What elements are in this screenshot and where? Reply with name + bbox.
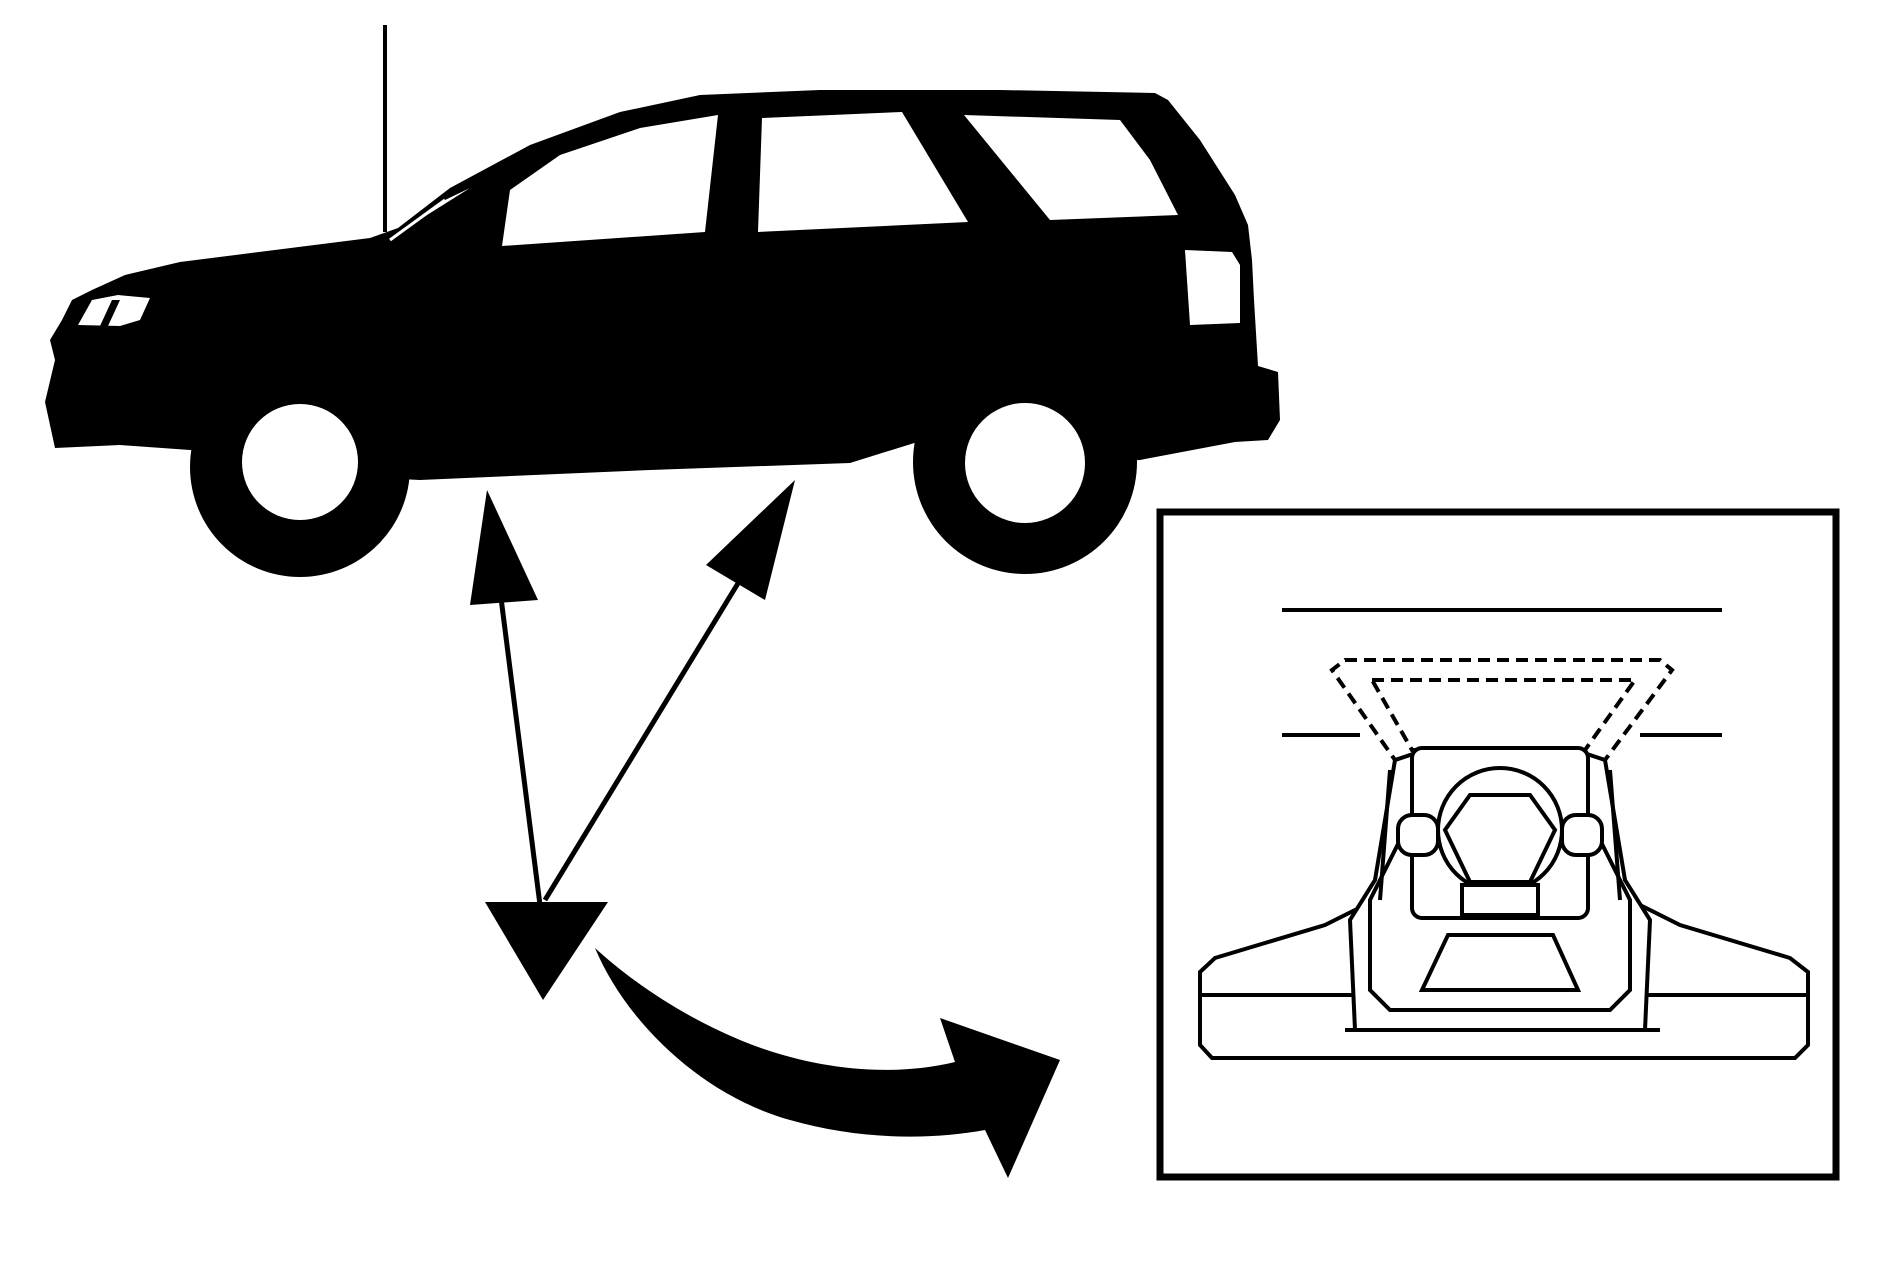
hood-line	[389, 198, 446, 242]
rear-lift-arrowhead	[706, 480, 795, 600]
rear-lift-shaft	[542, 578, 743, 902]
suv-silhouette-icon	[45, 90, 1280, 577]
front-wheel	[242, 404, 358, 520]
rear-door-window	[758, 112, 968, 232]
front-window	[502, 115, 718, 246]
jack-pad-detail-icon	[1156, 508, 1840, 1181]
quarter-window	[964, 115, 1178, 220]
pointer-triangle	[485, 902, 608, 1000]
lift-arrows	[470, 480, 1060, 1178]
right-arm-line	[1608, 769, 1622, 901]
screw-hex-nut	[1442, 793, 1558, 884]
curved-arrow-icon	[595, 948, 1060, 1178]
right-pivot	[1560, 813, 1604, 857]
rear-wheel	[965, 403, 1085, 523]
taillight-window	[1185, 250, 1240, 325]
headlight-divider	[100, 300, 120, 326]
left-arm-line	[1378, 769, 1392, 901]
jack-window	[1418, 933, 1582, 992]
left-pivot	[1396, 813, 1440, 857]
front-lift-arrowhead	[470, 490, 538, 605]
screw-lower-block	[1460, 883, 1540, 917]
front-lift-shaft	[497, 589, 543, 906]
